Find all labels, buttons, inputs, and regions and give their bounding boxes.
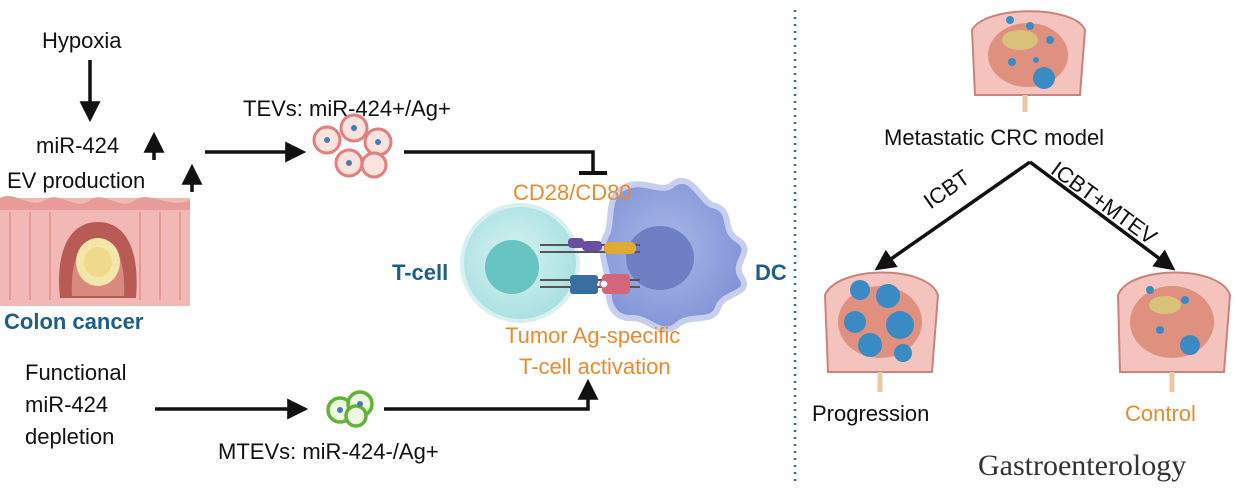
tevs-label: TEVs: miR-424+/Ag+ (243, 96, 451, 121)
icbt-mtev-arrow (1028, 160, 1176, 271)
mtevs-label: MTEVs: miR-424-/Ag+ (218, 439, 439, 464)
cd28-cd80-label: CD28/CD80 (513, 180, 632, 205)
tev-vesicles-icon (312, 113, 393, 179)
progression-label: Progression (812, 401, 930, 426)
dendritic-cell-icon (599, 177, 748, 333)
model-label: Metastatic CRC model (884, 125, 1105, 150)
t-cell-icon (460, 203, 580, 323)
activation-line2-label: T-cell activation (519, 354, 671, 379)
colon-tissue-illustration (0, 196, 190, 306)
functional-line3-label: depletion (25, 424, 115, 449)
inhibition-line (404, 150, 595, 172)
functional-line2-label: miR-424 (25, 392, 109, 417)
mtev-vesicles-icon (326, 390, 374, 428)
activation-arrow (384, 378, 599, 411)
mir424-label: miR-424 (36, 133, 120, 158)
tcell-label: T-cell (392, 260, 449, 285)
receptor-complex-icon (540, 238, 640, 294)
activation-line1-label: Tumor Ag-specific (505, 323, 681, 348)
icbt-arrow (874, 160, 1032, 271)
journal-logo: Gastroenterology (978, 449, 1187, 482)
mouse-model-progression-illustration (823, 271, 940, 392)
mouse-model-top-illustration (970, 10, 1087, 112)
mouse-model-control-illustration (1116, 271, 1232, 392)
control-label: Control (1125, 401, 1196, 426)
dc-label: DC (755, 260, 787, 285)
ev-production-label: EV production (7, 168, 146, 193)
colon-cancer-label: Colon cancer (4, 309, 144, 334)
functional-line1-label: Functional (25, 360, 127, 385)
hypoxia-label: Hypoxia (42, 28, 122, 53)
